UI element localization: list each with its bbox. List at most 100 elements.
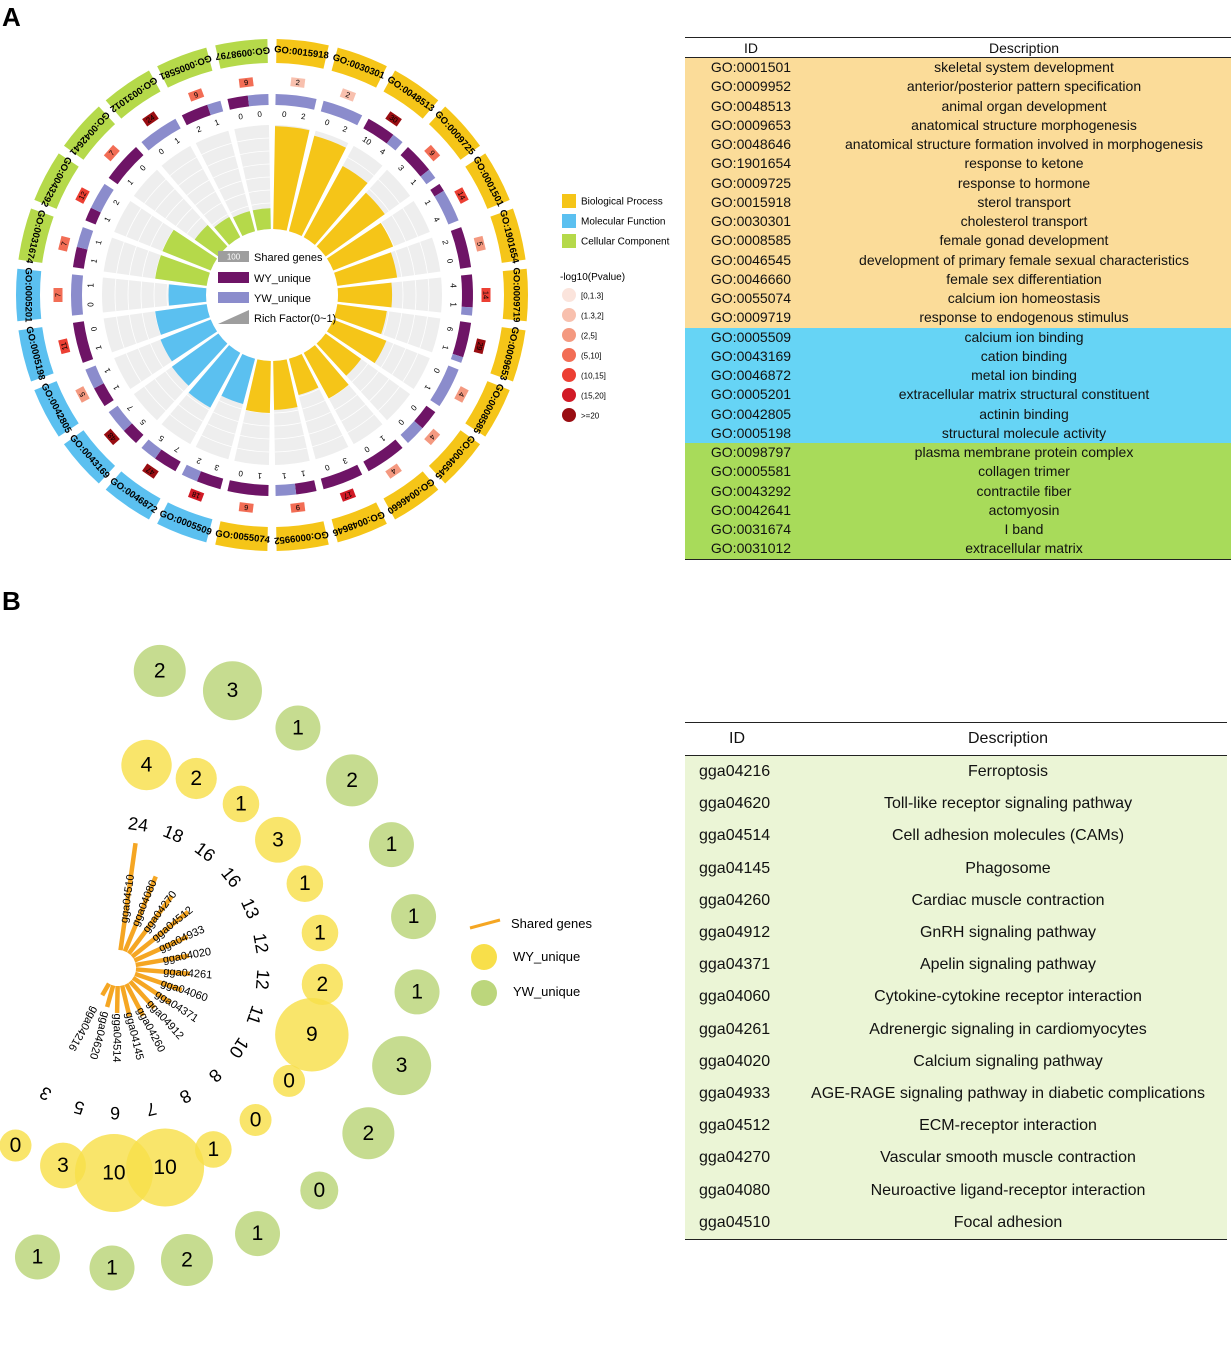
pathway-description-cell: Calcium signaling pathway — [789, 1045, 1227, 1079]
wy-unique-segment — [320, 464, 363, 490]
go-description-cell: collagen trimer — [978, 463, 1070, 480]
shared-gene-count: 12 — [77, 190, 89, 202]
pvalue-legend-dot — [562, 388, 576, 402]
yw-unique-legend-label: YW_unique — [513, 984, 580, 999]
wy-unique-value: 3 — [57, 1154, 69, 1177]
go-id-segment — [215, 521, 268, 551]
go-id-cell: GO:0031674 — [710, 521, 792, 537]
rich-factor-gridline — [427, 278, 430, 312]
rich-factor-gridline — [116, 241, 125, 274]
go-description-cell: anatomical structure formation involved … — [845, 136, 1203, 152]
shared-genes-count: 11 — [243, 1003, 268, 1027]
pvalue-count-box — [424, 144, 441, 162]
wy-unique-segment — [108, 146, 144, 185]
yw-unique-value: 1 — [32, 1245, 44, 1268]
yw-unique-value: 2 — [181, 1248, 193, 1271]
pathway-description-cell: Ferroptosis — [789, 755, 1227, 789]
rich-factor-gridline — [140, 281, 143, 309]
go-id-segment — [105, 70, 161, 119]
rich-factor-gridline — [347, 414, 375, 434]
rich-factor-gridline — [207, 155, 236, 167]
pvalue-count-box — [481, 288, 491, 302]
go-description-cell: anterior/posterior pattern specification — [906, 78, 1142, 95]
rich-factor-gridline — [360, 371, 379, 392]
rich-factor-bar — [245, 359, 271, 413]
rich-factor-gridline — [419, 241, 428, 274]
yw-unique-bubble — [14, 1234, 60, 1280]
pathway-id-cell: gga04620 — [685, 788, 789, 821]
pathway-id-label: gga04514 — [110, 1013, 123, 1062]
rich-factor-gridline — [419, 316, 428, 349]
rich-factor-bar — [194, 224, 228, 257]
rich-factor-gridline — [144, 179, 167, 204]
wy-unique-count: 2 — [440, 239, 450, 246]
yw-unique-value: 1 — [106, 1256, 118, 1279]
shared-gene-count: 47 — [144, 465, 156, 477]
wy-unique-bubble — [126, 1128, 205, 1207]
rich-factor-bar — [316, 333, 362, 376]
ontology-legend-label: Biological Process — [581, 197, 663, 208]
go-id-cell: GO:0005509 — [710, 328, 792, 345]
pathway-id-cell: gga04216 — [685, 755, 789, 789]
go-description-cell: sterol transport — [977, 193, 1071, 210]
yw-unique-bubble — [391, 894, 437, 940]
yw-unique-bubble — [160, 1233, 213, 1286]
go-id-cell: GO:0009725 — [710, 174, 792, 191]
yw-unique-segment — [420, 169, 436, 185]
wy-unique-count: 0 — [282, 110, 288, 120]
go-id-cell: GO:0048513 — [710, 97, 792, 114]
pvalue-count-box — [58, 338, 71, 355]
rich-factor-gridline — [213, 411, 239, 422]
rich-factor-gridline — [312, 434, 343, 448]
yw-unique-value: 3 — [227, 679, 239, 702]
yw-unique-count: 4 — [431, 215, 441, 224]
go-description-cell: cation binding — [980, 347, 1068, 364]
pvalue-count-box — [53, 288, 63, 302]
shared-genes-bar — [104, 984, 116, 1008]
go-id-cell: GO:0005201 — [710, 386, 792, 403]
rich-factor-gridline — [274, 447, 307, 453]
rich-factor-gridline — [239, 150, 270, 155]
go-description-cell: metal ion binding — [971, 367, 1077, 383]
pvalue-legend-dot — [562, 328, 576, 342]
go-id-cell: GO:0043169 — [710, 347, 792, 364]
go-id-cell: GO:0030301 — [710, 213, 792, 229]
yw-unique-count: 1 — [102, 366, 112, 375]
pvalue-legend-label: (5,10] — [581, 352, 601, 361]
yw-unique-bubble — [372, 1036, 432, 1096]
go-description-cell: female sex differentiation — [946, 270, 1102, 287]
go-id-cell: GO:0098797 — [710, 444, 792, 460]
pvalue-legend-dot — [562, 348, 576, 362]
rich-factor-gridline — [380, 343, 395, 368]
wy-unique-bubble — [301, 914, 339, 952]
shared-genes-bar — [122, 875, 158, 953]
yw-unique-count: 1 — [440, 344, 450, 351]
pvalue-legend-dot — [562, 408, 576, 422]
rich-factor-gridline — [242, 163, 270, 168]
rich-factor-gridline — [186, 394, 210, 411]
ontology-legend-label: Cellular Component — [581, 237, 670, 248]
wy-unique-count: 1 — [126, 177, 136, 187]
rich-factor-bar — [303, 345, 349, 399]
wy-unique-count: 10 — [361, 135, 374, 148]
go-id-cell: GO:0031012 — [710, 540, 792, 557]
shared-genes-count: 16 — [217, 863, 245, 891]
shared-genes-bar — [124, 982, 146, 1017]
rich-factor-gridline — [237, 447, 270, 453]
rich-factor-gridline — [407, 314, 416, 344]
go-description-cell: animal organ development — [941, 97, 1107, 114]
yw-unique-segment — [275, 94, 317, 110]
rich-factor-bar — [303, 165, 368, 245]
yw-unique-segment — [434, 190, 459, 225]
pathway-description-cell: Vascular smooth muscle contraction — [789, 1142, 1227, 1175]
rich-factor-gridline — [186, 179, 210, 196]
go-id-segment — [105, 471, 161, 520]
go-id-segment — [63, 106, 116, 160]
wy-unique-legend-label: WY_unique — [513, 949, 580, 964]
